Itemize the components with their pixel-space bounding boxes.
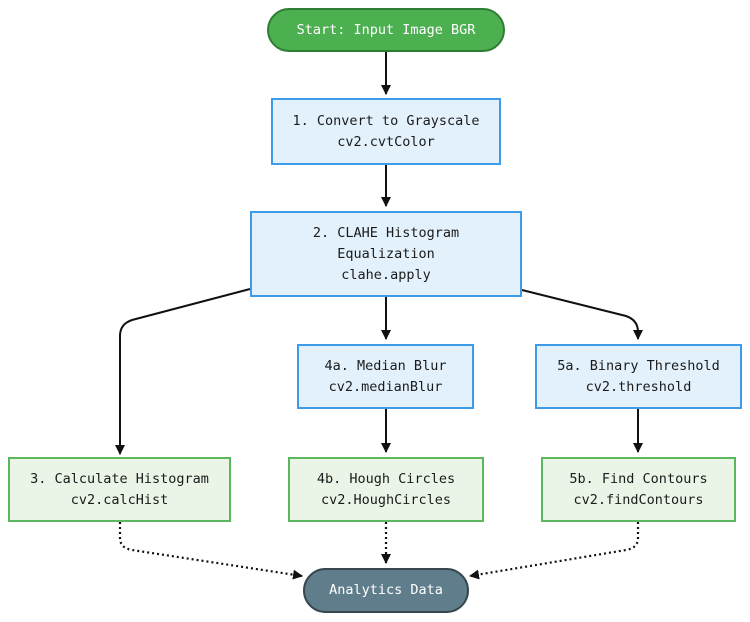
- grayscale-function: cv2.cvtColor: [337, 133, 435, 150]
- median-blur-title: 4a. Median Blur: [324, 357, 447, 374]
- threshold-function: cv2.threshold: [585, 378, 692, 395]
- dotted-arrow-contours-to-analytics: [469, 522, 640, 580]
- contours-node: 5b. Find Contours cv2.findContours: [541, 457, 736, 522]
- clahe-function: clahe.apply: [341, 266, 431, 283]
- arrow-clahe-to-histogram: [115, 288, 251, 455]
- median-blur-node: 4a. Median Blur cv2.medianBlur: [297, 344, 474, 409]
- grayscale-node: 1. Convert to Grayscale cv2.cvtColor: [271, 98, 501, 165]
- clahe-node: 2. CLAHE Histogram Equalization clahe.ap…: [250, 211, 522, 297]
- analytics-node: Analytics Data: [303, 568, 469, 613]
- analytics-label: Analytics Data: [329, 582, 443, 598]
- threshold-title: 5a. Binary Threshold: [557, 357, 720, 374]
- threshold-node: 5a. Binary Threshold cv2.threshold: [535, 344, 742, 409]
- histogram-node: 3. Calculate Histogram cv2.calcHist: [8, 457, 231, 522]
- arrow-clahe-to-threshold: [521, 289, 643, 340]
- hough-function: cv2.HoughCircles: [320, 491, 452, 508]
- clahe-title-cont: Equalization: [337, 245, 435, 262]
- start-node: Start: Input Image BGR: [267, 8, 505, 52]
- dotted-arrow-histogram-to-analytics: [118, 522, 303, 580]
- median-blur-function: cv2.medianBlur: [328, 378, 443, 395]
- hough-node: 4b. Hough Circles cv2.HoughCircles: [288, 457, 484, 522]
- histogram-title: 3. Calculate Histogram: [30, 470, 209, 487]
- hough-title: 4b. Hough Circles: [316, 470, 456, 487]
- clahe-title: 2. CLAHE Histogram: [312, 224, 460, 241]
- histogram-function: cv2.calcHist: [70, 491, 169, 508]
- contours-function: cv2.findContours: [573, 491, 704, 508]
- contours-title: 5b. Find Contours: [569, 470, 708, 487]
- start-label: Start: Input Image BGR: [296, 21, 476, 38]
- grayscale-title: 1. Convert to Grayscale: [292, 112, 480, 129]
